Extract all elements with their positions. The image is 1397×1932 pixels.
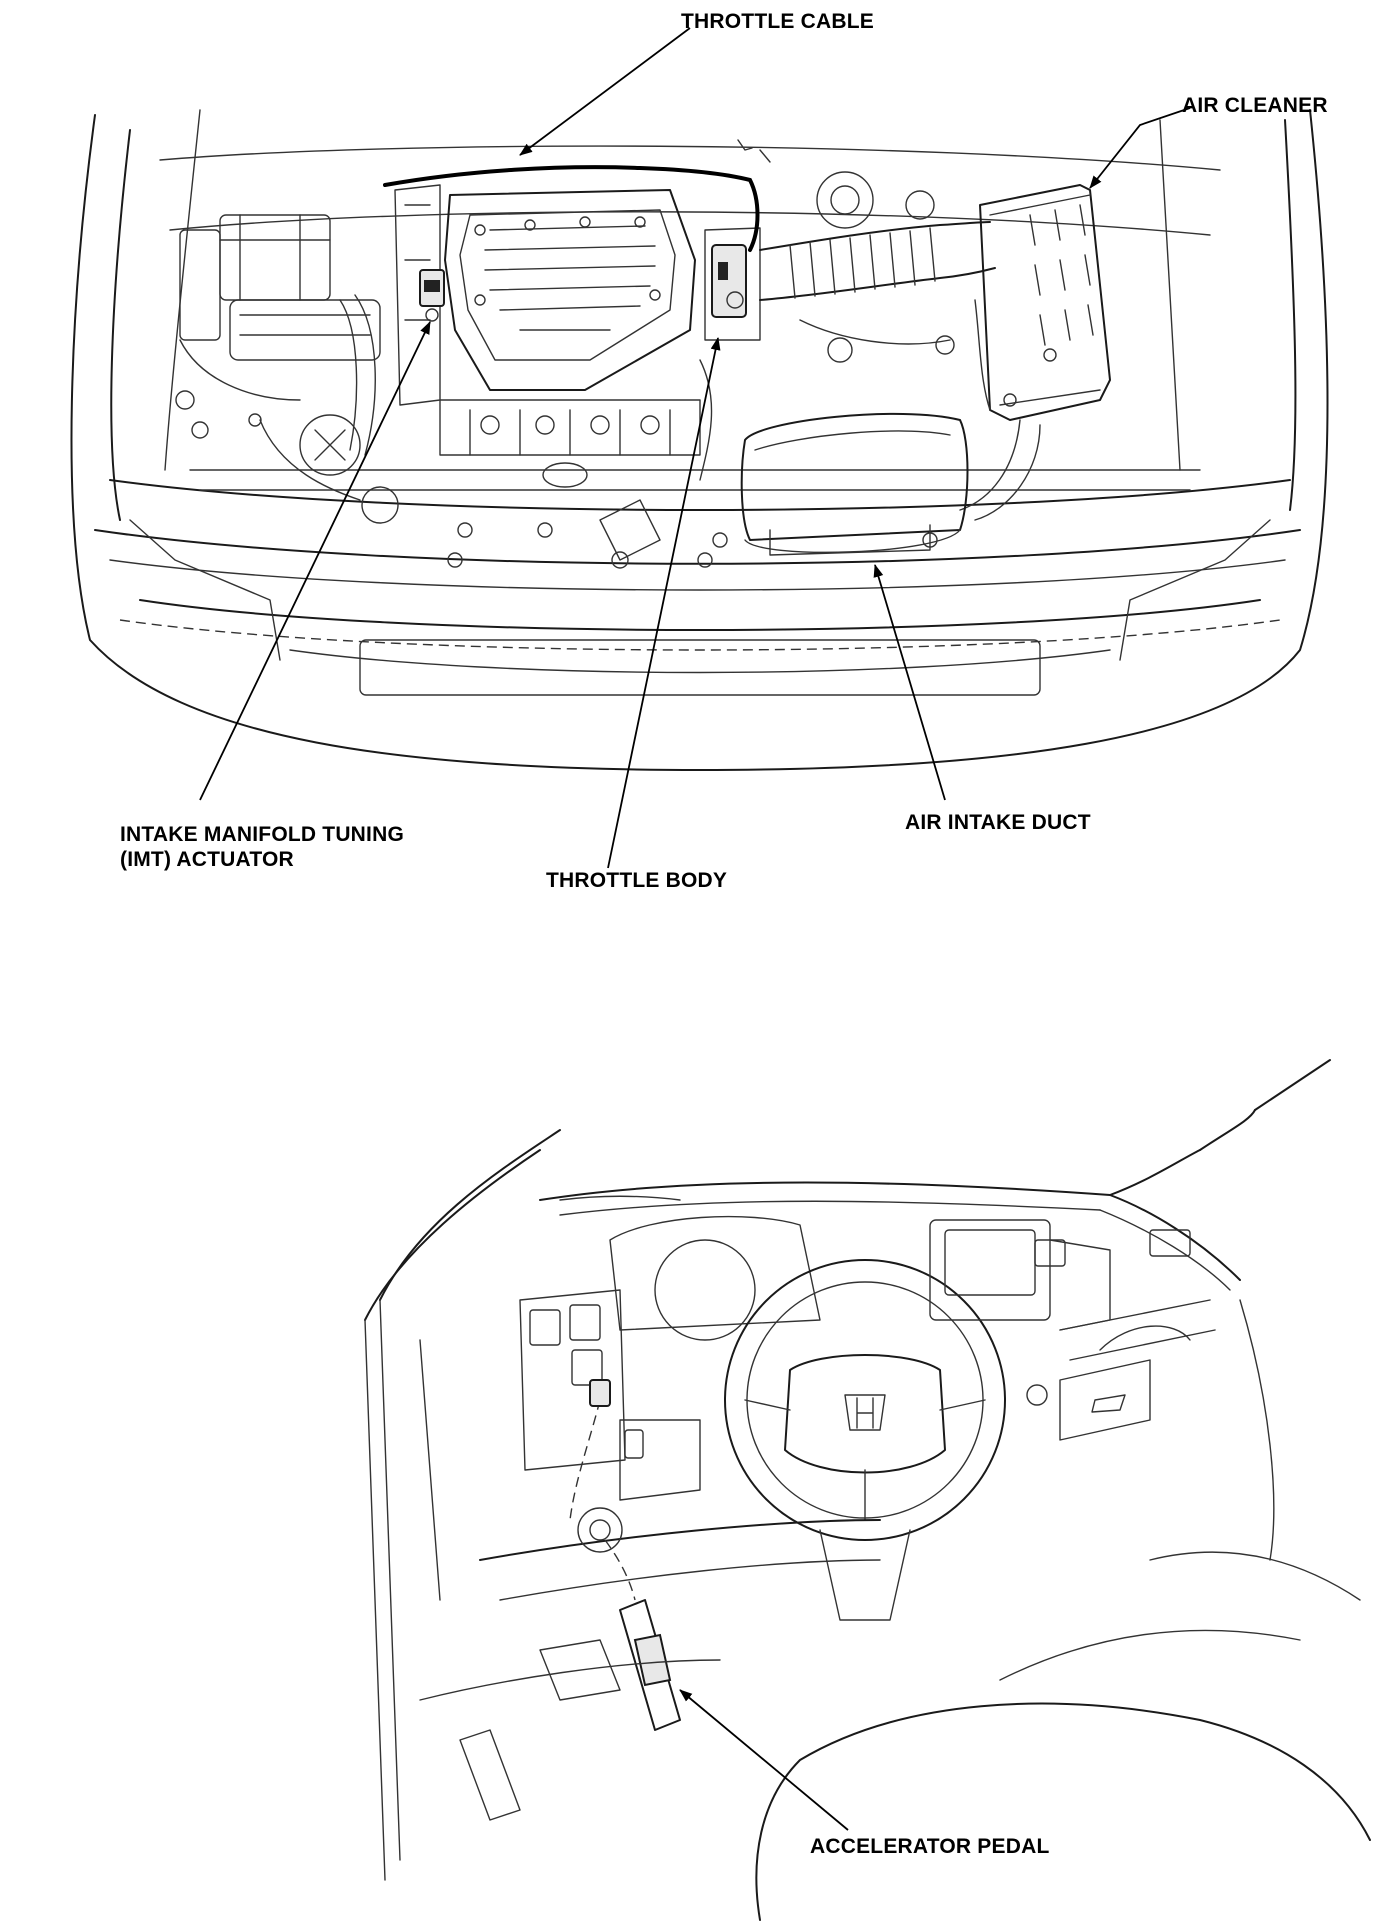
engine-bay-illustration: [70, 109, 1329, 771]
air-cleaner-label: AIR CLEANER: [1182, 94, 1328, 117]
accelerator-pedal-label: ACCELERATOR PEDAL: [810, 1835, 1050, 1858]
imt-actuator-label: INTAKE MANIFOLD TUNING (IMT) ACTUATOR: [120, 823, 404, 871]
cabin-illustration: [364, 1059, 1371, 1921]
leader-lines-engine: [199, 27, 1191, 869]
air-intake-duct-label: AIR INTAKE DUCT: [905, 811, 1091, 834]
throttle-cable-label: THROTTLE CABLE: [681, 10, 874, 33]
leader-lines-cabin: [679, 1689, 849, 1831]
throttle-body-label: THROTTLE BODY: [546, 869, 728, 892]
